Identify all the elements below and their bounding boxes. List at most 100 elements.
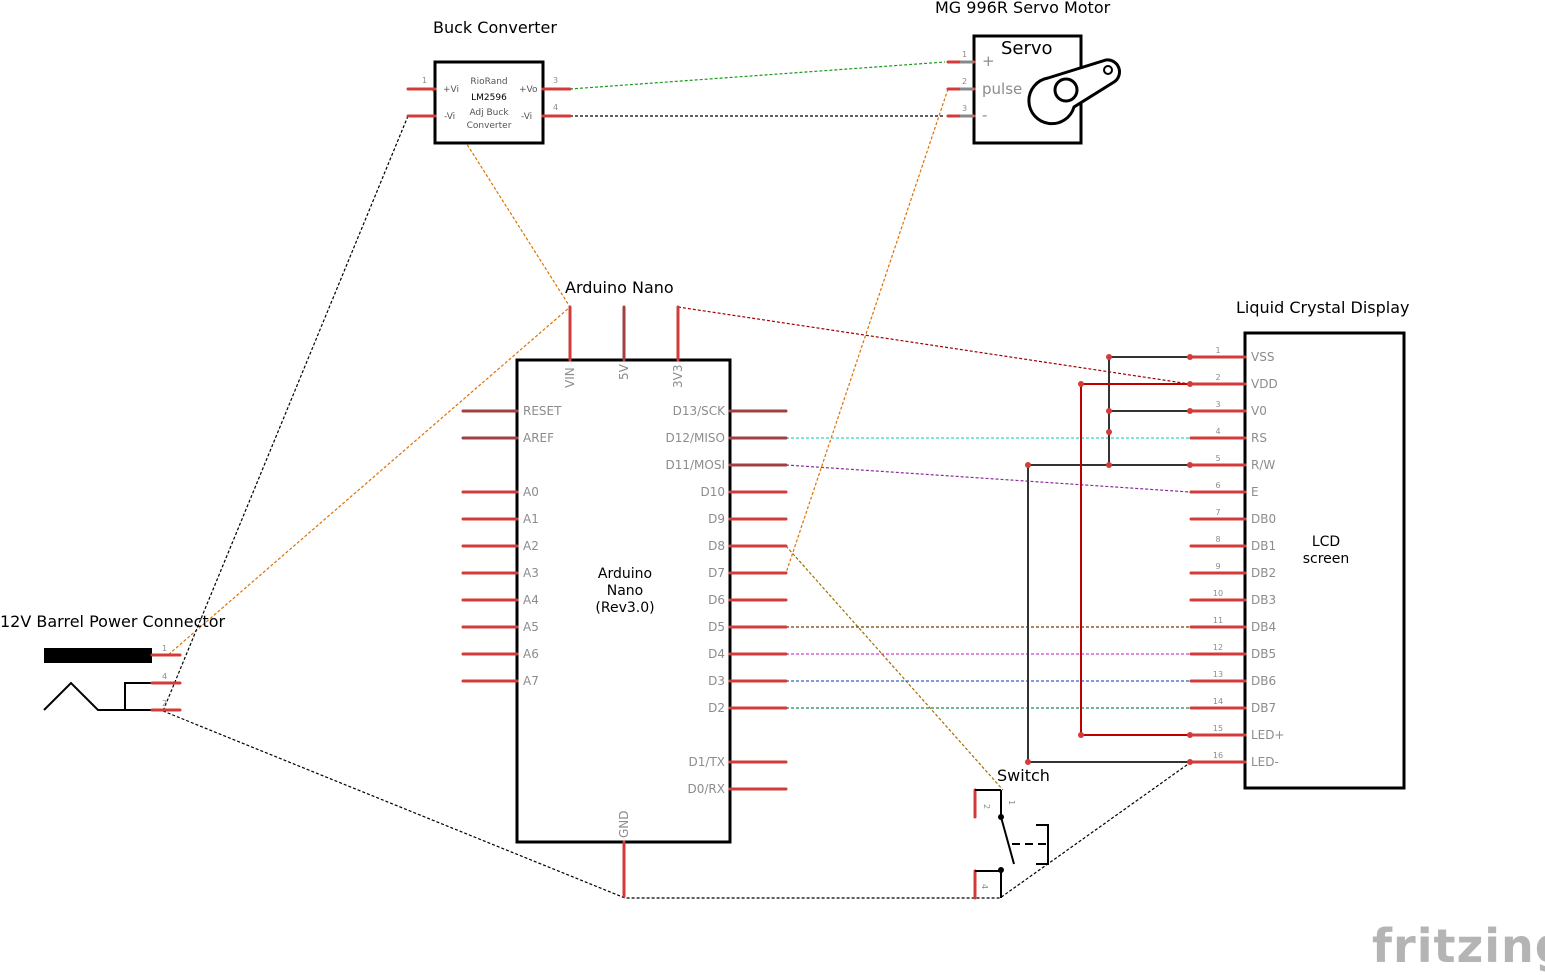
servo-title-label: MG 996R Servo Motor xyxy=(935,0,1111,17)
lcd-body xyxy=(1243,331,1406,790)
arduino-label-a5: A5 xyxy=(523,620,539,634)
arduino-label-a3: A3 xyxy=(523,566,539,580)
arduino-center-line1: Arduino xyxy=(598,566,652,582)
arduino-label-d6: D6 xyxy=(708,593,725,607)
wire-d8-switch xyxy=(785,545,1004,791)
servo-pin-num-2: 2 xyxy=(962,77,967,86)
wire-led-minus xyxy=(1027,465,1190,763)
lcd-label-r-w: R/W xyxy=(1251,458,1275,472)
lcd-pin-num-6: 6 xyxy=(1215,481,1220,490)
arduino-label-a1: A1 xyxy=(523,512,539,526)
lcd-pin-num-2: 2 xyxy=(1215,373,1220,382)
arduino-label-d2: D2 xyxy=(708,701,725,715)
buck-label-vo-plus: +Vo xyxy=(519,85,538,95)
buck-pin-num-3: 3 xyxy=(553,76,558,85)
lcd-pin-num-8: 8 xyxy=(1215,535,1220,544)
servo-label-pulse: pulse xyxy=(982,80,1022,98)
lcd-label-db5: DB5 xyxy=(1251,647,1276,661)
wire-buck-vo-servo-plus xyxy=(569,61,946,90)
barrel-shunt xyxy=(124,682,152,710)
lcd-center-line2: screen xyxy=(1303,551,1350,567)
buck-converter: Buck Converter 1 3 4 +Vi -Vi +Vo -Vi Rio… xyxy=(406,18,572,145)
lcd-label-vss: VSS xyxy=(1251,350,1274,364)
switch-pin-num-1: 1 xyxy=(1007,800,1016,805)
wire-gnd-bus xyxy=(162,710,1192,899)
arduino-label-reset: RESET xyxy=(523,404,562,418)
arduino-label-a6: A6 xyxy=(523,647,539,661)
buck-title: Buck Converter xyxy=(433,18,557,37)
wire-barrel-minus-buck xyxy=(162,115,409,712)
arduino-label-d0-rx: D0/RX xyxy=(688,782,725,796)
lcd-pin-num-4: 4 xyxy=(1215,427,1220,436)
arduino-right-pins: D13/SCKD12/MISOD11/MOSID10D9D8D7D6D5D4D3… xyxy=(665,404,788,796)
wire-d11-e xyxy=(785,464,1191,493)
arduino-label-3v3: 3V3 xyxy=(671,365,685,388)
wire-vdd-led-plus xyxy=(1080,383,1190,736)
arduino-center-line3: (Rev3.0) xyxy=(595,600,654,616)
arduino-label-d5: D5 xyxy=(708,620,725,634)
servo-pin-num-3: 3 xyxy=(962,104,967,113)
lcd-pin-num-9: 9 xyxy=(1215,562,1220,571)
arduino-label-d12-miso: D12/MISO xyxy=(665,431,725,445)
arduino-center-line2: Nano xyxy=(607,583,644,599)
buck-pin-num-1: 1 xyxy=(422,76,427,85)
lcd-pin-num-7: 7 xyxy=(1215,508,1220,517)
lcd-pin-num-10: 10 xyxy=(1213,589,1223,598)
arduino-label-d11-mosi: D11/MOSI xyxy=(665,458,725,472)
servo-motor: MG 996R Servo Motor 1 2 3 Servo + pulse … xyxy=(935,0,1121,145)
switch-pin-num-2: 2 xyxy=(982,804,991,809)
lcd-label-db0: DB0 xyxy=(1251,512,1276,526)
arduino-label-d1-tx: D1/TX xyxy=(689,755,725,769)
buck-text-1: RioRand xyxy=(470,77,507,87)
wire-3v3-vdd xyxy=(677,306,1191,385)
lcd-label-e: E xyxy=(1251,485,1259,499)
servo-label-plus: + xyxy=(982,52,995,70)
servo-body-title: Servo xyxy=(1001,38,1053,59)
switch-pin-num-4: 4 xyxy=(980,884,989,889)
arduino-label-5v: 5V xyxy=(617,363,631,380)
buck-label-vi-minus: -Vi xyxy=(444,112,455,122)
lcd-pin-num-5: 5 xyxy=(1215,454,1220,463)
arduino-label-a7: A7 xyxy=(523,674,539,688)
servo-horn-icon xyxy=(1027,58,1121,126)
lcd-label-db6: DB6 xyxy=(1251,674,1276,688)
lcd-title: Liquid Crystal Display xyxy=(1236,298,1409,317)
arduino-label-a0: A0 xyxy=(523,485,539,499)
lcd-label-db7: DB7 xyxy=(1251,701,1276,715)
lcd-label-rs: RS xyxy=(1251,431,1267,445)
lcd-pin-num-3: 3 xyxy=(1215,400,1220,409)
barrel-connector: 12V Barrel Power Connector 1 4 2 xyxy=(0,612,225,712)
barrel-plug-bar xyxy=(44,648,152,663)
lcd-pin-num-16: 16 xyxy=(1213,751,1223,760)
servo-pin-num-1: 1 xyxy=(962,50,967,59)
lcd-label-led-: LED- xyxy=(1251,755,1279,769)
wire-servo-pulse-d7 xyxy=(785,88,949,574)
lcd-label-ledplus: LED+ xyxy=(1251,728,1285,742)
wires xyxy=(162,61,1193,899)
lcd-pin-num-15: 15 xyxy=(1213,724,1223,733)
barrel-title: 12V Barrel Power Connector xyxy=(0,612,225,631)
arduino-label-d10: D10 xyxy=(700,485,725,499)
switch: Switch 2 1 4 xyxy=(973,766,1050,900)
wire-barrel-plus xyxy=(167,88,571,656)
arduino-label-d8: D8 xyxy=(708,539,725,553)
lcd-label-db1: DB1 xyxy=(1251,539,1276,553)
arduino-label-d3: D3 xyxy=(708,674,725,688)
arduino-title: Arduino Nano xyxy=(565,278,674,297)
lcd-pin-num-13: 13 xyxy=(1213,670,1223,679)
arduino-nano: Arduino Nano VIN 5V 3V3 GND RESETAREFA0A… xyxy=(461,278,788,898)
arduino-label-d7: D7 xyxy=(708,566,725,580)
arduino-label-vin: VIN xyxy=(563,367,577,388)
arduino-label-d9: D9 xyxy=(708,512,725,526)
fritzing-watermark: fritzing xyxy=(1372,919,1545,973)
switch-title: Switch xyxy=(997,766,1050,785)
arduino-label-d13-sck: D13/SCK xyxy=(673,404,727,418)
switch-lever xyxy=(1000,816,1015,865)
arduino-label-a2: A2 xyxy=(523,539,539,553)
buck-text-3: Adj Buck xyxy=(469,108,509,118)
lcd-pin-num-1: 1 xyxy=(1215,346,1220,355)
lcd-pin-num-12: 12 xyxy=(1213,643,1223,652)
